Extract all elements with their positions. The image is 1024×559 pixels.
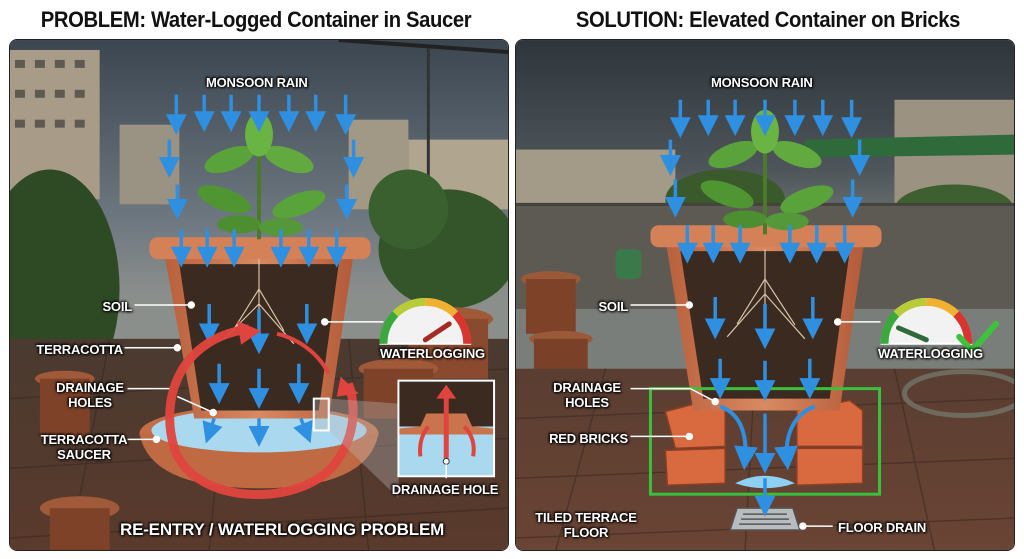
red-bricks-label: RED BRICKS	[549, 431, 628, 446]
problem-panel: MONSOON RAIN SOIL TERRACOTTA DRAINAGE HO…	[9, 39, 509, 551]
terracotta-label: TERRACOTTA	[36, 342, 123, 357]
checkmark-icon	[956, 320, 1000, 354]
soil-label: SOIL	[598, 299, 628, 314]
solution-title: SOLUTION: Elevated Container on Bricks	[575, 7, 961, 32]
rain-label: MONSOON RAIN	[711, 75, 813, 90]
drainage-holes-label: DRAINAGE HOLES	[553, 380, 621, 410]
solution-panel: MONSOON RAIN SOIL DRAINAGE HOLES RED BRI…	[515, 39, 1015, 551]
terracotta-saucer-label: TERRACOTTA SAUCER	[40, 432, 128, 462]
rain-label: MONSOON RAIN	[206, 75, 308, 90]
drainage-hole-inset-label: DRAINAGE HOLE	[391, 482, 499, 497]
problem-title: PROBLEM: Water-Logged Container in Sauce…	[40, 7, 472, 32]
soil-label: SOIL	[102, 299, 132, 314]
waterlogging-gauge-label: WATERLOGGING	[878, 346, 983, 361]
drainage-holes-label: DRAINAGE HOLES	[56, 380, 124, 410]
waterlogging-gauge-label: WATERLOGGING	[380, 346, 485, 361]
reentry-problem-caption: RE-ENTRY / WATERLOGGING PROBLEM	[120, 520, 445, 539]
tiled-terrace-floor-label: TILED TERRACE FLOOR	[535, 510, 637, 540]
problem-illustration	[10, 40, 508, 550]
solution-illustration	[516, 40, 1014, 550]
floor-drain-label: FLOOR DRAIN	[838, 520, 927, 535]
